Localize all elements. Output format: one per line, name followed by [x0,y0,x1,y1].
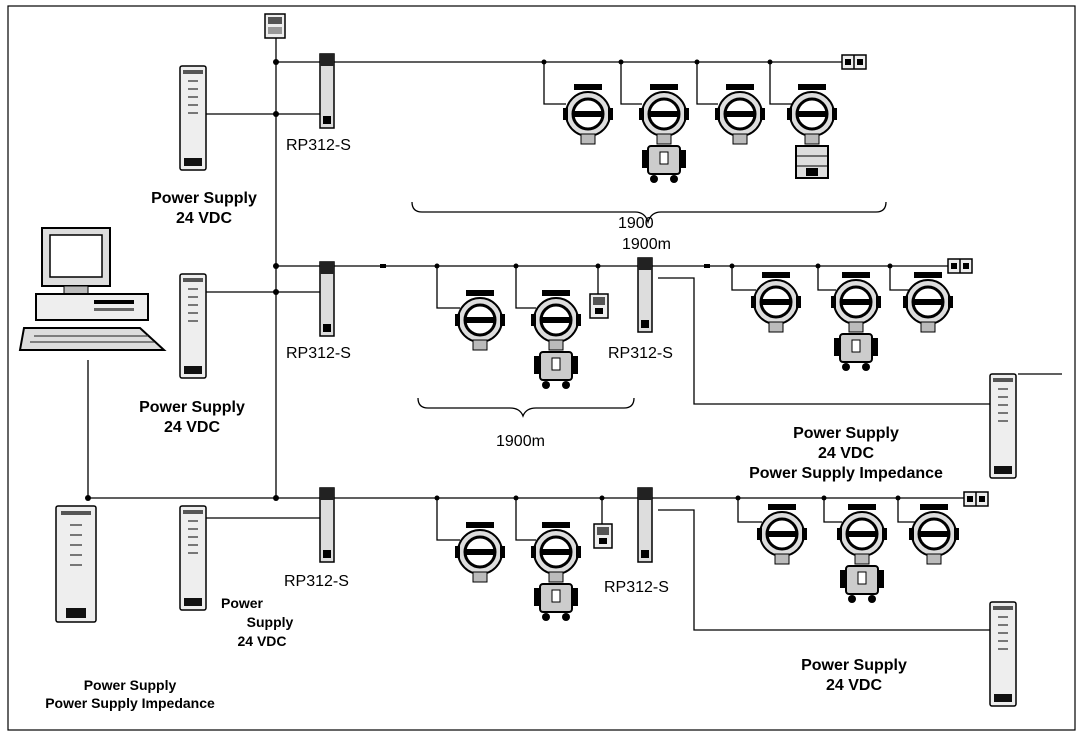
distance-label-partial: 1900 [618,215,654,232]
power-supply-label: Power Supply [801,657,907,674]
diagram-frame [7,5,1076,731]
power-label: Power [221,595,264,611]
computer-workstation-icon [18,227,167,351]
repeater-module-icon [319,487,335,563]
bus-terminator-icon [841,54,867,70]
repeater-module-icon [319,53,335,129]
power-supply-unit-icon [179,65,207,171]
repeater-label: RP312-S [608,345,673,362]
bus-wiring [85,38,1062,631]
power-supply-impedance-label: Power Supply Impedance [749,465,943,482]
vdc-label: 24 VDC [818,445,874,462]
bus-terminator-icon [963,491,989,507]
differential-pressure-transmitter-icon [833,333,879,372]
pressure-transmitter-icon [529,520,583,584]
power-supply-unit-icon [989,601,1017,707]
bus-terminator-icon [264,13,286,39]
pressure-transmitter-icon [453,520,507,584]
distance-label: 1900m [496,433,545,450]
junction-box-icon [589,293,609,319]
power-supply-impedance-label: Power Supply Impedance [45,695,215,711]
repeater-label: RP312-S [284,573,349,590]
pressure-transmitter-icon [529,288,583,352]
vdc-label: 24 VDC [826,677,882,694]
repeater-label: RP312-S [604,579,669,596]
vdc-label: 24 VDC [176,210,232,227]
repeater-label: RP312-S [286,137,351,154]
pressure-transmitter-icon [785,82,839,146]
differential-pressure-transmitter-icon [839,565,885,604]
repeater-module-icon [637,257,653,333]
power-supply-unit-icon [179,273,207,379]
pressure-transmitter-icon [755,502,809,566]
power-supply-label: Power Supply [84,677,177,693]
power-supply-label: Power Supply [139,399,245,416]
pressure-transmitter-icon [901,270,955,334]
pressure-transmitter-icon [749,270,803,334]
bus-terminator-icon [947,258,973,274]
repeater-label: RP312-S [286,345,351,362]
vdc-label: 24 VDC [164,419,220,436]
power-supply-unit-icon [179,505,207,611]
flowmeter-body-icon [795,145,829,179]
differential-pressure-transmitter-icon [641,145,687,184]
distance-label: 1900m [622,236,671,253]
pressure-transmitter-icon [453,288,507,352]
pressure-transmitter-icon [561,82,615,146]
differential-pressure-transmitter-icon [533,583,579,622]
pressure-transmitter-icon [907,502,961,566]
pressure-transmitter-icon [829,270,883,334]
pressure-transmitter-icon [835,502,889,566]
distance-brace [417,397,635,418]
power-supply-impedance-icon [55,505,97,623]
pressure-transmitter-icon [637,82,691,146]
power-supply-label: Power Supply [151,190,257,207]
repeater-module-icon [319,261,335,337]
power-supply-unit-icon [989,373,1017,479]
distance-brace [411,201,887,225]
supply-label: Supply [247,614,294,630]
repeater-module-icon [637,487,653,563]
vdc-label: 24 VDC [237,633,286,649]
differential-pressure-transmitter-icon [533,351,579,390]
junction-box-icon [593,523,613,549]
power-supply-label: Power Supply [793,425,899,442]
pressure-transmitter-icon [713,82,767,146]
